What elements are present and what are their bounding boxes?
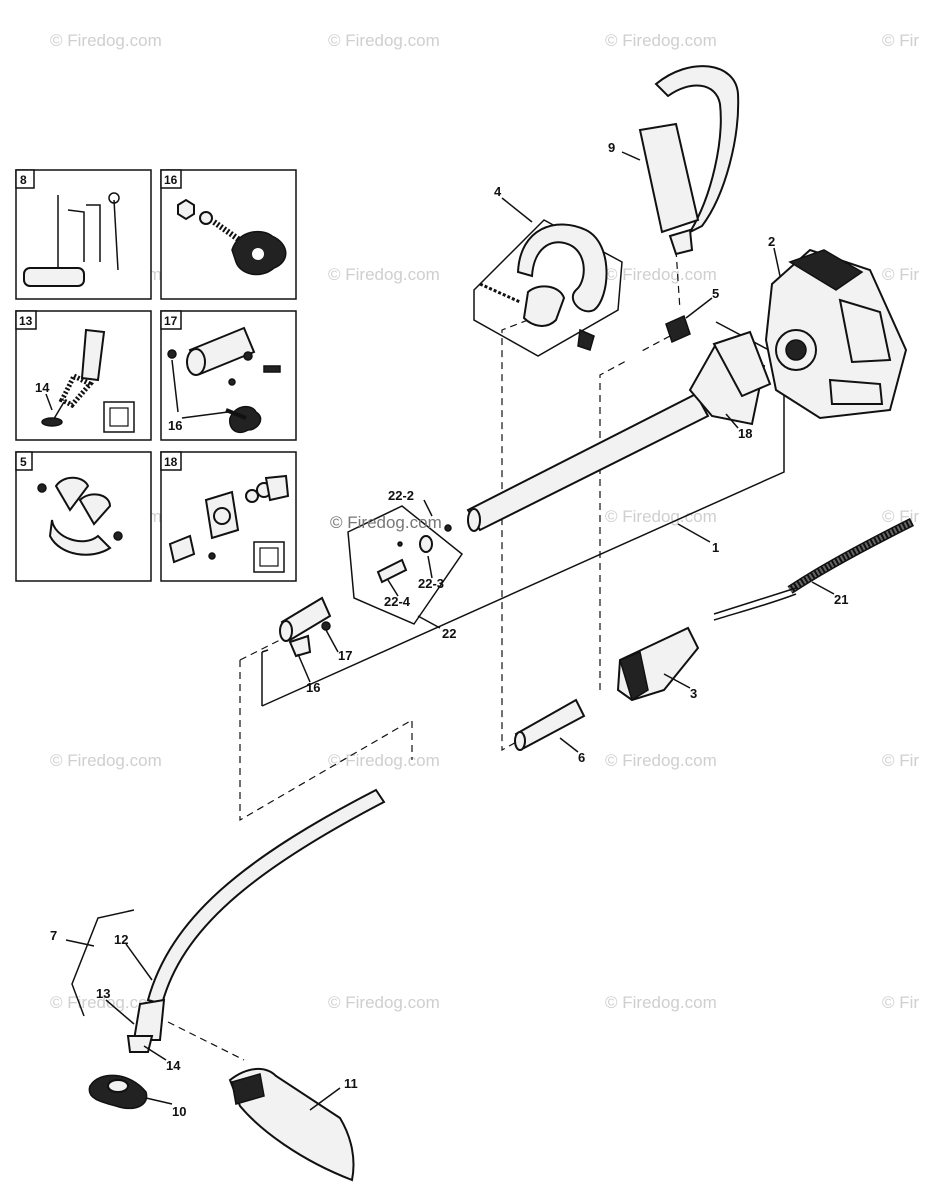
watermark: © Firedog.com [605,31,717,50]
callout-3: 3 [690,686,697,701]
part-21-throttle-cable [713,517,915,621]
callout-13: 13 [96,986,110,1001]
watermark: © Firedog.com [605,265,717,284]
tool-kit-icon [23,192,120,287]
callout-22-2: 22-2 [388,488,414,503]
watermark: © Firedog.com [605,507,717,526]
part-4-loop-handle [473,219,623,357]
inset-sub-label: 14 [35,380,50,395]
callout-22-3: 22-3 [418,576,444,591]
part-2-engine [764,248,908,420]
inset-label: 8 [20,173,27,187]
inset-box-5: 5 [15,451,152,582]
watermark: © Firedog.com [328,993,440,1012]
clamp-icon [37,476,123,556]
callout-17: 17 [338,648,352,663]
callout-9: 9 [608,140,615,155]
part-1-shaft-tube [466,392,710,532]
part-7-trimmer-line [71,909,135,1017]
callout-21: 21 [834,592,848,607]
watermark: © Firedog.com [605,751,717,770]
callout-5: 5 [712,286,719,301]
callout-11: 11 [344,1076,358,1091]
part-18-clutch-housing [688,330,772,426]
watermark: © Fir [882,31,919,50]
watermark-overlay: © Firedog.com [330,513,442,532]
part-6-grip-tube [514,698,586,751]
watermark: © Firedog.com [328,265,440,284]
inset-box-17: 17 16 [160,310,297,441]
watermark: © Fir [882,993,919,1012]
inset-label: 18 [164,455,178,469]
callout-10: 10 [172,1104,186,1119]
callout-12: 12 [114,932,128,947]
callout-4: 4 [494,184,502,199]
watermark: © Firedog.com [605,993,717,1012]
inset-label: 17 [164,314,178,328]
leader-lines [65,151,835,1111]
callout-22: 22 [442,626,456,641]
clutch-housing-icon [168,474,290,573]
part-3-throttle-handle [616,626,700,702]
callout-6: 6 [578,750,585,765]
inset-label: 5 [20,455,27,469]
part-12-lower-shaft [146,788,386,1006]
inset-box-8: 8 [15,169,152,300]
watermark: © Fir [882,265,919,284]
callouts: 1 2 3 4 5 6 7 9 10 11 12 13 14 16 17 18 … [50,140,848,1119]
callout-1: 1 [712,540,719,555]
knob-bolt-icon [177,198,287,276]
head-spindle-icon [41,328,135,433]
inset-label: 16 [164,173,178,187]
part-22-kit [347,505,464,625]
coupler-icon [167,326,281,434]
inset-box-13: 13 14 [15,310,152,441]
callout-16: 16 [306,680,320,695]
part-9-harness [638,65,740,256]
callout-7: 7 [50,928,57,943]
part-10-bump-head [88,1074,148,1110]
inset-box-16: 16 [160,169,297,300]
callout-22-4: 22-4 [384,594,411,609]
callout-18: 18 [738,426,752,441]
watermark: © Firedog.com [328,751,440,770]
watermark: © Firedog.com [328,31,440,50]
part-11-guard [228,1068,355,1182]
part-5-clamp [665,314,691,344]
inset-label: 13 [19,314,33,328]
inset-box-18: 18 [160,451,297,582]
watermark: © Fir [882,751,919,770]
watermark: © Firedog.com [50,751,162,770]
callout-2: 2 [768,234,775,249]
callout-14: 14 [166,1058,181,1073]
watermark: © Firedog.com [50,31,162,50]
inset-sub-label: 16 [168,418,182,433]
part-17-coupler [279,596,332,658]
dashed-leaders [167,249,681,1061]
